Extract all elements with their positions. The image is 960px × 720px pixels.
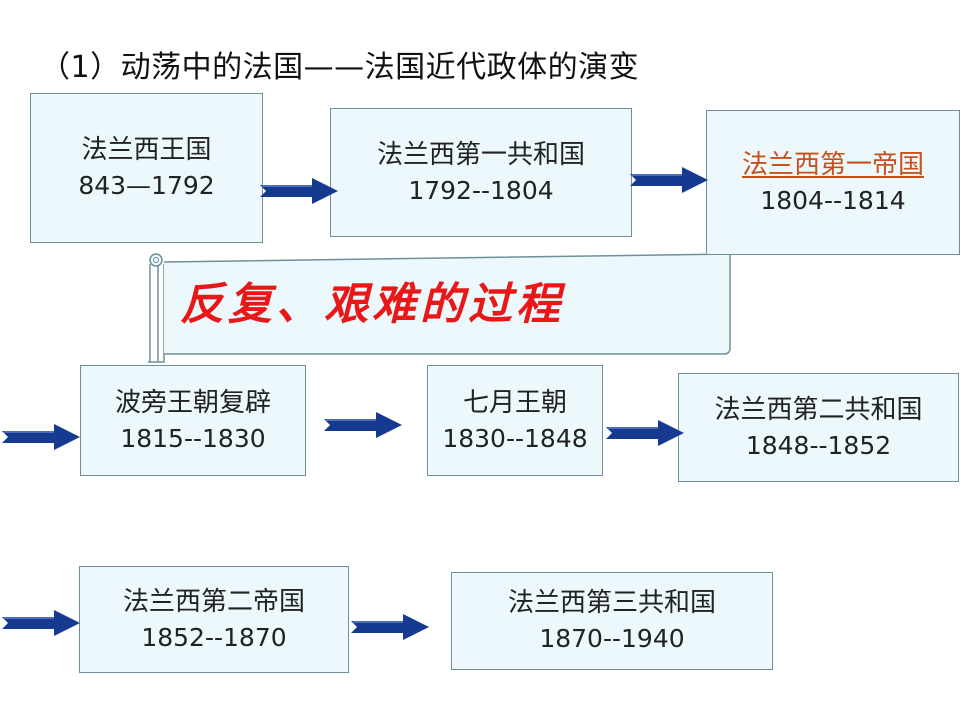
scroll-banner [148, 253, 731, 363]
regime-box-5: 七月王朝 1830--1848 [427, 365, 603, 476]
regime-years: 843—1792 [78, 171, 215, 200]
regime-name: 法兰西第三共和国 [507, 588, 716, 618]
regime-name: 法兰西第二帝国 [122, 586, 305, 617]
regime-name: 波旁王朝复辟 [114, 387, 271, 418]
right-arrow-icon [630, 167, 708, 193]
regime-name: 七月王朝 [462, 387, 567, 418]
right-arrow-icon [2, 610, 80, 636]
regime-box-6: 法兰西第二共和国 1848--1852 [678, 373, 959, 482]
regime-box-2: 法兰西第一共和国 1792--1804 [330, 108, 632, 237]
regime-box-7: 法兰西第二帝国 1852--1870 [79, 566, 349, 673]
right-arrow-icon [260, 178, 338, 204]
regime-box-1: 法兰西王国 843—1792 [30, 93, 263, 243]
regime-years: 1848--1852 [745, 430, 892, 460]
regime-years: 1815--1830 [120, 423, 266, 453]
slide-title: （1）动荡中的法国——法国近代政体的演变 [40, 50, 640, 85]
regime-box-3: 法兰西第一帝国 1804--1814 [706, 110, 960, 255]
regime-years: 1830--1848 [442, 423, 588, 453]
regime-name: 法兰西第二共和国 [714, 394, 923, 425]
right-arrow-icon [351, 614, 429, 640]
regime-name: 法兰西第一帝国 [741, 149, 924, 180]
regime-box-8: 法兰西第三共和国 1870--1940 [451, 572, 773, 670]
regime-name: 法兰西第一共和国 [376, 139, 585, 170]
regime-years: 1870--1940 [539, 624, 685, 653]
regime-years: 1804--1814 [760, 185, 906, 215]
right-arrow-icon [2, 424, 80, 450]
right-arrow-icon [606, 420, 684, 446]
regime-box-4: 波旁王朝复辟 1815--1830 [80, 365, 306, 476]
right-arrow-icon [324, 412, 402, 438]
regime-years: 1792--1804 [408, 175, 554, 205]
regime-name: 法兰西王国 [81, 135, 212, 165]
banner-text: 反复、艰难的过程 [180, 279, 564, 330]
regime-years: 1852--1870 [141, 622, 287, 652]
